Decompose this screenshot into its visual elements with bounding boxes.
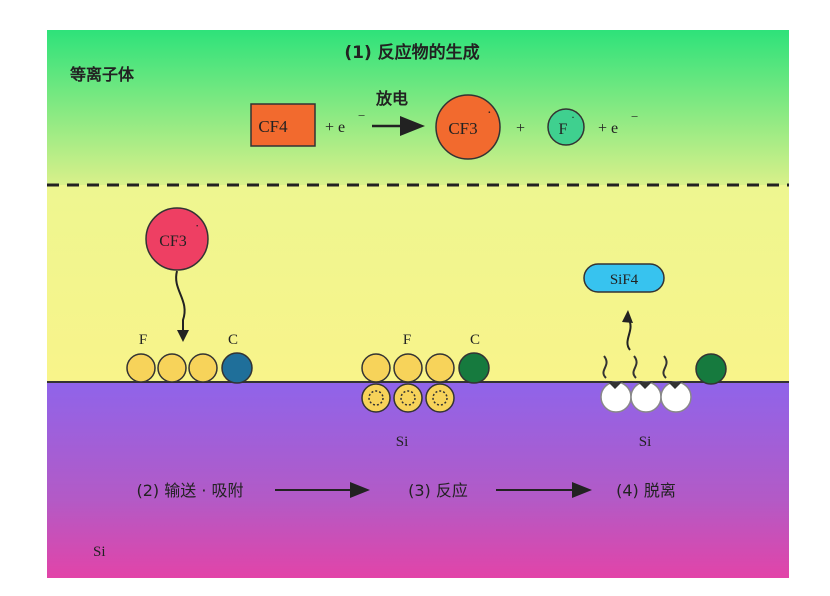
cf3-incoming-radical [145,207,209,271]
fluorine-radical-label: F [559,121,568,138]
radical-dot: · [487,106,492,121]
electron-charge: − [358,108,365,123]
plus-sign: + [516,120,525,137]
cf3-incoming-label: CF3 [159,233,187,250]
transport-arrow [175,270,186,336]
sif4-molecule [583,263,665,293]
plasma-region-top [47,30,789,185]
cf4-label: CF4 [258,117,288,136]
stage2-c-atom [221,352,253,384]
discharge-condition: 放电 [375,89,408,108]
stage3-reaction: F C Si [361,332,490,450]
reaction-equation: CF4 + e − 放电 CF3 · + F · + e − [250,89,638,160]
cf3-radical-label: CF3 [448,119,477,138]
stage4-desorption: SiF4 Si [583,263,727,450]
stage3-f-label: F [403,332,411,348]
stage3-f-atom-2 [393,353,423,383]
stage3-si-atom-3 [425,383,455,413]
plasma-label: 等离子体 [69,65,135,84]
stage2-adsorption: CF3 · F C [126,207,253,384]
stage4-si-label: Si [639,434,652,450]
stage2-f-label: F [139,332,147,348]
stage2-f-atom-1 [126,353,156,383]
electron-term: + e [325,119,345,136]
step-2-label: (2) 输送 · 吸附 [136,481,243,500]
stage2-f-atom-3 [188,353,218,383]
transport-arrow-head [177,330,189,342]
sif4-label: SiF4 [610,272,639,288]
step-4-label: (4) 脱离 [616,481,676,500]
fluorine-radical-dot: · [571,110,575,124]
stage3-si-atom-2 [393,383,423,413]
substrate-label: Si [93,544,106,560]
tail-electron-charge: − [631,109,638,124]
cf4-box [250,103,316,147]
stage3-f-atom-1 [361,353,391,383]
tail-electron-term: + e [598,120,618,137]
stage4-c-atom [695,353,727,385]
stage2-c-label: C [228,332,238,348]
stage2-f-atom-2 [157,353,187,383]
title: (1) 反应物的生成 [344,42,479,63]
cf3-incoming-dot: · [195,218,199,233]
stage3-si-atom-1 [361,383,391,413]
step-3-label: (3) 反应 [408,481,468,500]
substrate-region [47,382,789,578]
stage3-si-label: Si [396,434,409,450]
stage3-c-label: C [470,332,480,348]
stage3-c-atom [458,352,490,384]
stage3-f-atom-3 [425,353,455,383]
fluorine-radical-circle [547,108,585,146]
desorption-arrow-head [622,310,633,323]
cf3-radical-circle [435,94,501,160]
